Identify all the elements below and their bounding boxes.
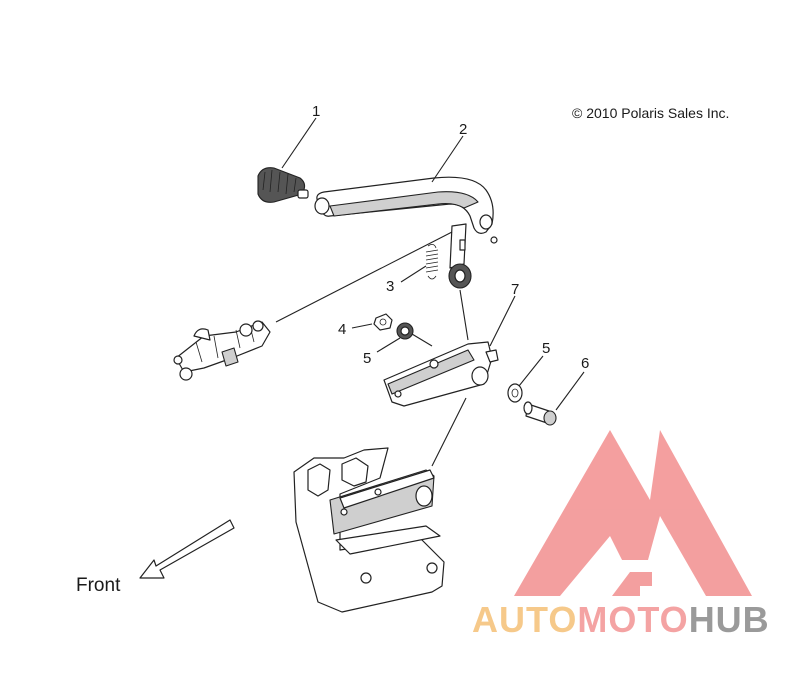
callout-6: 6 (581, 355, 589, 372)
centerline-pushrod (275, 231, 453, 323)
logo-inner-cut (575, 540, 690, 596)
part-2-pedal-arm (314, 176, 498, 289)
copyright-text: © 2010 Polaris Sales Inc. (572, 105, 729, 121)
part-3-spring (425, 244, 439, 280)
watermark-logo (514, 430, 752, 596)
watermark-auto: AUTO (472, 599, 577, 640)
watermark-hub: HUB (689, 599, 770, 640)
leader-5a (376, 337, 401, 353)
part-7-pivot-bracket (383, 341, 499, 407)
leader-7 (489, 295, 516, 347)
leader-4 (351, 323, 373, 329)
frame-mount (293, 447, 445, 613)
watermark-moto: MOTO (577, 599, 688, 640)
watermark-text: AUTOMOTOHUB (472, 599, 770, 640)
callout-7: 7 (511, 281, 519, 298)
callouts: 1 2 3 4 5 5 6 7 (312, 103, 589, 372)
part-5b-washer (507, 383, 523, 403)
logo-inner-g (612, 572, 652, 596)
leader-2 (431, 135, 464, 183)
leader-lines (275, 117, 585, 467)
part-4-nut (373, 313, 393, 331)
leader-6 (555, 371, 585, 411)
centerline-lever (459, 289, 469, 341)
leader-5b (518, 355, 544, 387)
front-arrow (139, 519, 235, 579)
callout-3: 3 (386, 278, 394, 295)
callout-5a: 5 (363, 350, 371, 367)
callout-2: 2 (459, 121, 467, 138)
front-label: Front (76, 575, 121, 596)
leader-3 (400, 265, 427, 283)
leader-1 (281, 117, 317, 169)
centerline-bushing (411, 333, 433, 347)
callout-5b: 5 (542, 340, 550, 357)
part-5a-bushing (396, 322, 414, 340)
logo-outer-triangle (514, 430, 752, 596)
callout-1: 1 (312, 103, 320, 120)
master-cylinder (173, 320, 271, 381)
callout-4: 4 (338, 321, 346, 338)
centerline-bracket (431, 397, 467, 467)
part-1-grip (257, 167, 309, 203)
part-6-pivot-bolt (523, 401, 557, 426)
